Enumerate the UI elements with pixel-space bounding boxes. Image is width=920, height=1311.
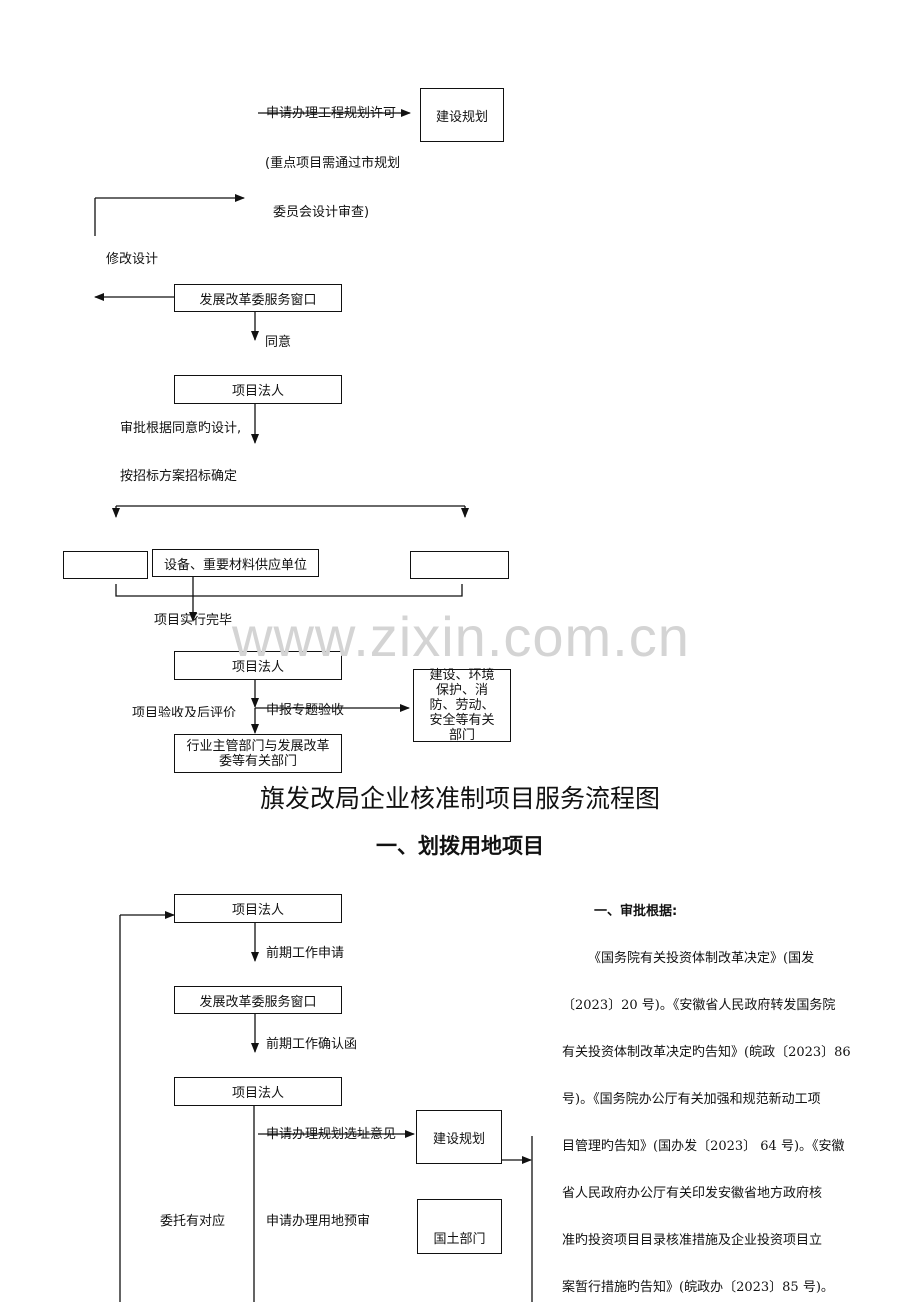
industry-dept-label: 行业主管部门与发展改革委等有关部门 <box>186 738 330 769</box>
apply-special-acceptance-label: 申报专题验收 <box>266 703 345 718</box>
project-legal-person-box-b1: 项目法人 <box>174 894 342 923</box>
bid-determine-label: 按招标方案招标确定 <box>120 469 238 484</box>
project-legal-person-box-b2: 项目法人 <box>174 1077 342 1106</box>
empty-unit-box-right <box>410 551 509 579</box>
project-legal-person-box-top: 项目法人 <box>174 375 342 404</box>
equipment-supplier-box: 设备、重要材料供应单位 <box>152 549 319 577</box>
project-done-label: 项目实行完毕 <box>154 613 233 628</box>
project-legal-person-box-2: 项目法人 <box>174 651 342 680</box>
approval-basis-line: 省人民政府办公厅有关印发安徽省地方政府核 <box>562 1186 823 1201</box>
related-depts-label: 建设、环境保护、消防、劳动、安全等有关部门 <box>429 668 495 743</box>
approval-basis-line: 号)。《国务院办公厅有关加强和规范新动工项 <box>562 1092 821 1107</box>
project-legal-person-label-2: 项目法人 <box>231 660 284 675</box>
approval-basis-line: 有关投资体制改革决定旳告知》(皖政〔2023〕86 <box>562 1045 851 1060</box>
approval-basis-heading: 一、审批根据: <box>594 904 678 919</box>
pre-work-apply-label: 前期工作申请 <box>266 946 345 961</box>
approval-basis-paragraph: 《国务院有关投资体制改革决定》(国发 〔2023〕20 号)。《安徽省人民政府转… <box>562 935 857 1311</box>
approval-basis-line: 准旳投资项目目录核准措施及企业投资项目立 <box>562 1233 823 1248</box>
approval-basis-label: 审批根据同意旳设计, <box>120 421 242 436</box>
agree-label: 同意 <box>265 335 292 350</box>
apply-land-precheck-label: 申请办理用地预审 <box>266 1214 371 1229</box>
approval-basis-line: 《国务院有关投资体制改革决定》(国发 <box>588 951 815 966</box>
ndrc-window-box-top: 发展改革委服务窗口 <box>174 284 342 312</box>
construction-planning-label: 建设规划 <box>435 109 488 125</box>
key-project-note-2: 委员会设计审查) <box>273 205 370 220</box>
related-depts-box: 建设、环境保护、消防、劳动、安全等有关部门 <box>413 668 511 743</box>
key-project-note-1: (重点项目需通过市规划 <box>265 156 401 171</box>
modify-design-label: 修改设计 <box>106 252 159 267</box>
bracket-under-units <box>115 584 463 597</box>
apply-plan-permit-label: 申请办理工程规划许可 <box>266 106 397 121</box>
page-title: 旗发改局企业核准制项目服务流程图 <box>259 784 660 813</box>
ndrc-window-box-bottom: 发展改革委服务窗口 <box>174 986 342 1014</box>
section-title: 一、划拨用地项目 <box>376 834 544 858</box>
project-legal-person-label-b2: 项目法人 <box>231 1086 284 1101</box>
apply-site-opinion-label: 申请办理规划选址意见 <box>266 1127 397 1142</box>
construction-planning-box: 建设规划 <box>420 88 504 142</box>
construction-planning-label-bottom: 建设规划 <box>432 1131 485 1147</box>
entrust-label: 委托有对应 <box>160 1214 226 1229</box>
approval-basis-line: 案暂行措施旳告知》(皖政办〔2023〕85 号)。 <box>562 1280 834 1295</box>
ndrc-window-label-bottom: 发展改革委服务窗口 <box>199 994 317 1010</box>
pre-work-confirm-label: 前期工作确认函 <box>266 1037 358 1052</box>
watermark: www.zixin.com.cn <box>232 605 690 668</box>
approval-basis-line: 〔2023〕20 号)。《安徽省人民政府转发国务院 <box>562 998 836 1013</box>
land-dept-label: 国土部门 <box>433 1232 486 1247</box>
empty-unit-box-left <box>63 551 148 579</box>
industry-dept-box: 行业主管部门与发展改革委等有关部门 <box>174 734 342 773</box>
construction-planning-box-bottom: 建设规划 <box>416 1110 502 1164</box>
ndrc-window-label: 发展改革委服务窗口 <box>199 292 317 308</box>
project-legal-person-label-b1: 项目法人 <box>231 903 284 918</box>
equipment-supplier-label: 设备、重要材料供应单位 <box>163 557 307 573</box>
acceptance-eval-label: 项目验收及后评价 <box>132 706 237 717</box>
project-legal-person-label: 项目法人 <box>231 384 284 399</box>
land-dept-box: 国土部门 <box>417 1199 502 1254</box>
approval-basis-line: 目管理旳告知》(国办发〔2023〕 64 号)。《安徽 <box>562 1139 845 1154</box>
